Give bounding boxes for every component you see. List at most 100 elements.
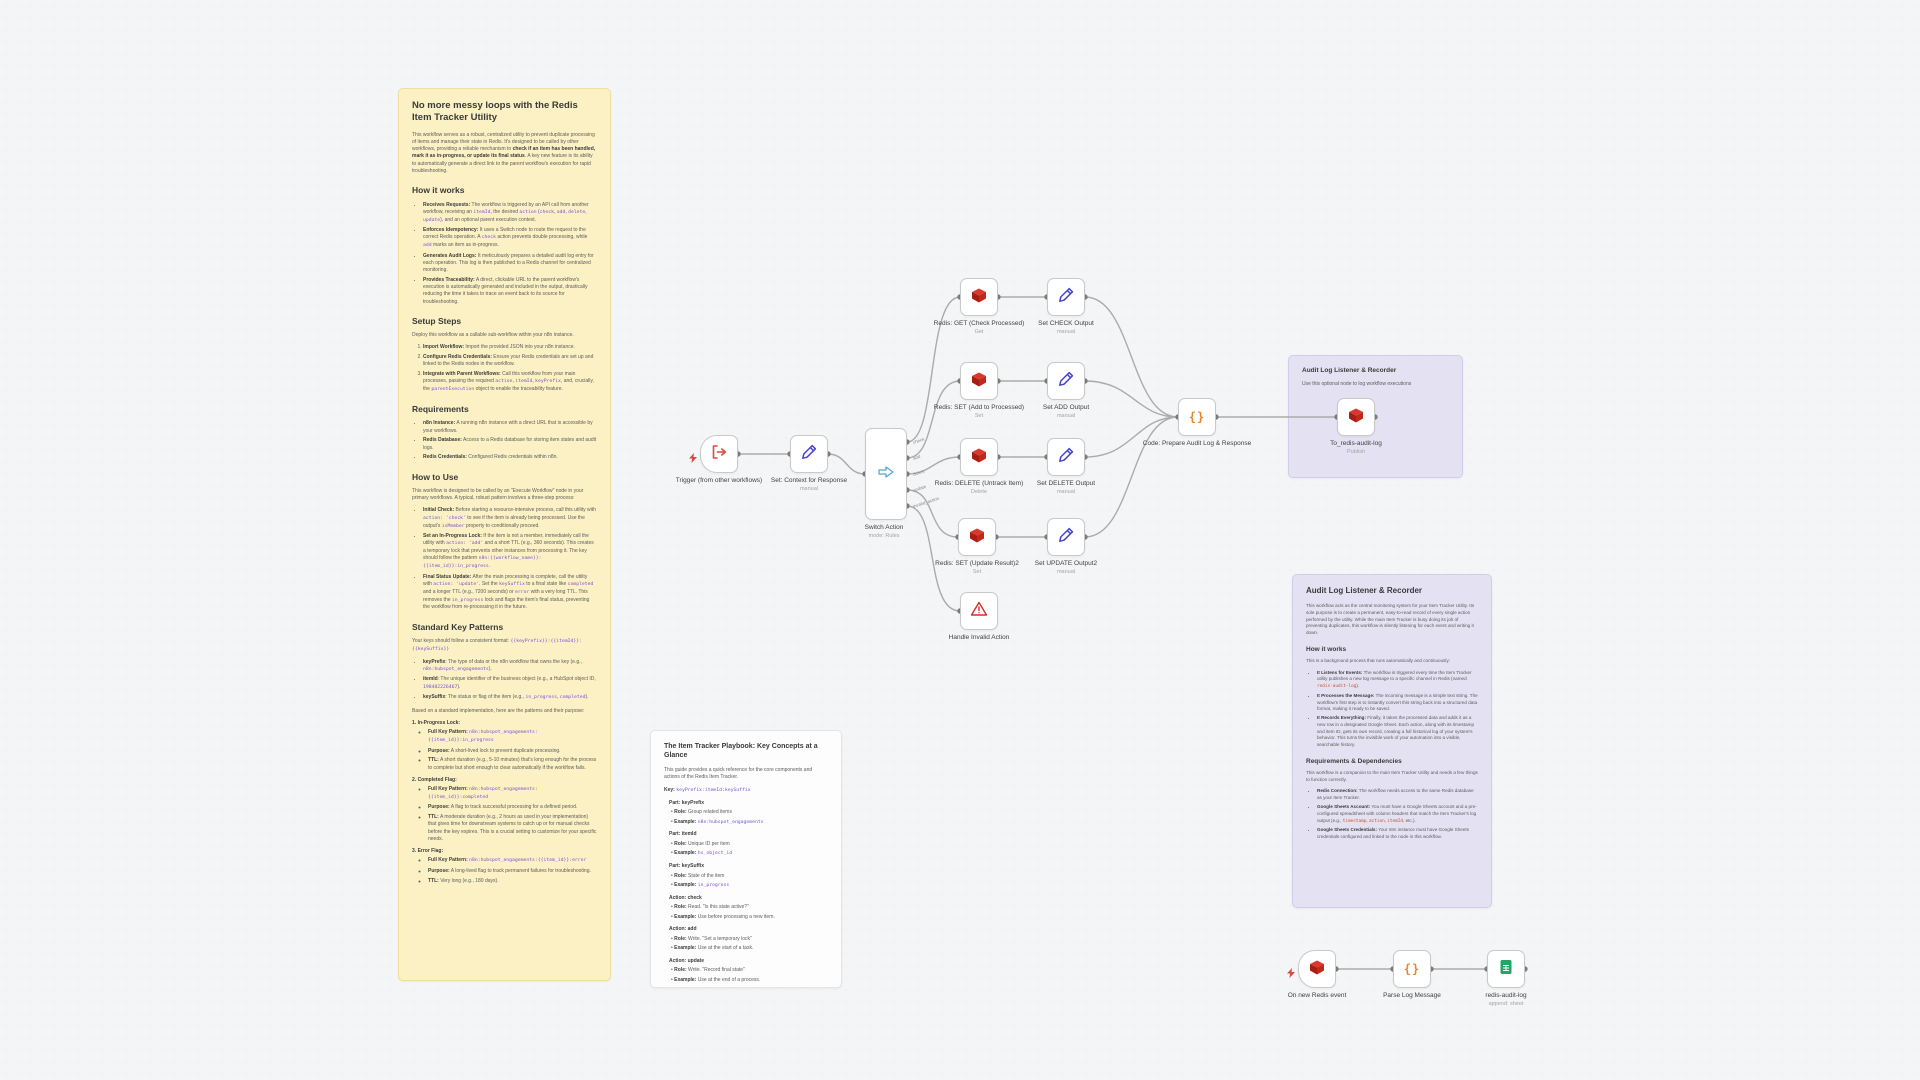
node-label: Trigger (from other workflows) [675,477,763,484]
section-heading-how: How it works [412,185,465,196]
req-list: Redis Connection: The workflow needs acc… [1306,788,1478,840]
node-sublabel: manual [1056,413,1076,420]
req-intro: This workflow is a companion to the main… [1306,770,1478,782]
node-sublabel: Set [972,569,982,576]
node-sublabel: manual [1056,489,1076,496]
node-set-context[interactable] [790,435,828,473]
code-braces-icon: {} [1188,410,1206,424]
patterns-format: Your keys should follow a consistent for… [412,638,582,652]
node-label: Set CHECK Output [1038,320,1094,327]
how-list: It Listens for Events: The workflow is t… [1306,670,1478,749]
node-sublabel: append: sheet [1488,1001,1524,1008]
patterns-note: Based on a standard implementation, here… [412,707,585,714]
requirements-list: n8n Instance: A running n8n instance wit… [412,420,597,461]
node-google-sheets-append[interactable] [1487,950,1525,988]
node-redis-set-add[interactable] [960,362,998,400]
node-label: redis-audit-log [1485,992,1527,999]
node-label: Handle Invalid Action [948,634,1010,641]
node-label: Redis: DELETE (Untrack Item) [934,480,1024,487]
note-title: No more messy loops with the Redis Item … [412,100,578,124]
edit-pen-icon [1056,369,1076,394]
node-trigger-from-workflows[interactable] [689,435,738,473]
setup-steps-list: Import Workflow: Import the provided JSO… [412,344,597,394]
node-on-new-redis-event[interactable] [1287,950,1336,988]
execute-workflow-trigger-icon [709,442,729,467]
node-label: Switch Action [864,524,904,531]
section-heading-req: Requirements & Dependencies [1306,757,1402,765]
redis-icon [969,285,989,310]
patterns-groups: In-Progress Lock:Full Key Pattern: n8n:h… [412,720,597,885]
node-sublabel: Get [974,329,984,336]
node-set-delete-output[interactable] [1047,438,1085,476]
node-label: To_redis-audit-log [1330,440,1382,447]
trigger-bolt-icon [1287,965,1295,983]
patterns-parts-list: keyPrefix: The type of data or the n8n w… [412,659,597,702]
key-line: Key: keyPrefix:itemId:keySuffix [664,786,751,793]
node-label: Set UPDATE Output2 [1034,560,1098,567]
node-label: On new Redis event [1287,992,1347,999]
node-sublabel: Set [974,413,984,420]
node-sublabel: Publish [1346,449,1366,456]
node-set-add-output[interactable] [1047,362,1085,400]
node-redis-get[interactable] [960,278,998,316]
node-label: Parse Log Message [1383,992,1441,999]
redis-icon [1307,957,1327,982]
redis-icon [969,445,989,470]
section-heading-patterns: Standard Key Patterns [412,621,504,632]
note-title: The Item Tracker Playbook: Key Concepts … [664,743,818,760]
how-intro: This is a background process that runs a… [1306,658,1451,664]
node-label: Set: Context for Response [770,477,848,484]
node-sublabel: Delete [971,489,987,496]
node-label: Redis: SET (Add to Processed) [933,404,1025,411]
section-heading-use: How to Use [412,471,459,482]
redis-icon [969,369,989,394]
note-body: Use this optional node to log workflow e… [1302,381,1412,388]
note-title: Audit Log Listener & Recorder [1306,586,1423,595]
trigger-bolt-icon [689,450,697,468]
setup-intro: Deploy this workflow as a callable sub-w… [412,332,574,339]
node-sublabel: mode: Rules [868,533,900,540]
node-sublabel: manual [1056,569,1076,576]
section-heading-requirements: Requirements [412,404,469,415]
sticky-note-main-doc[interactable]: No more messy loops with the Redis Item … [398,88,611,981]
note-intro: This workflow serves as a robust, centra… [412,131,596,174]
node-parse-log-message[interactable]: {} [1393,950,1431,988]
node-label: Set DELETE Output [1036,480,1096,487]
redis-icon [1346,405,1366,430]
edit-pen-icon [1056,285,1076,310]
edit-pen-icon [799,442,819,467]
node-sublabel: manual [799,486,819,493]
section-heading-how: How it works [1306,645,1347,653]
section-heading-setup: Setup Steps [412,315,462,326]
note-intro: This workflow acts as the central monito… [1306,603,1475,636]
how-it-works-list: Receives Requests: The workflow is trigg… [412,202,597,306]
sticky-note-playbook[interactable]: The Item Tracker Playbook: Key Concepts … [650,730,842,988]
node-redis-set-update[interactable] [958,518,996,556]
edit-pen-icon [1056,525,1076,550]
node-set-check-output[interactable] [1047,278,1085,316]
switch-arrow-icon [876,462,896,487]
redis-icon [967,525,987,550]
node-set-update-output[interactable] [1047,518,1085,556]
edit-pen-icon [1056,445,1076,470]
google-sheets-icon [1496,957,1516,982]
node-label: Redis: SET (Update Result)2 [935,560,1019,567]
node-to-redis-audit-log[interactable] [1337,398,1375,436]
sticky-note-audit-large[interactable]: Audit Log Listener & Recorder This workf… [1292,574,1492,908]
node-label: Set ADD Output [1042,404,1090,411]
node-redis-delete[interactable] [960,438,998,476]
node-code-prepare-audit[interactable]: {} [1178,398,1216,436]
use-intro: This workflow is designed to be called b… [412,487,584,502]
node-label: Code: Prepare Audit Log & Response [1142,440,1252,447]
connection-ports [735,294,1528,972]
warning-triangle-icon [969,599,989,624]
code-braces-icon: {} [1403,962,1421,976]
node-handle-invalid-action[interactable] [960,592,998,630]
note-intro: This guide provides a quick reference fo… [664,767,813,781]
node-sublabel: manual [1056,329,1076,336]
node-switch-action[interactable]: check add delete update invalid_action [865,428,940,520]
note-title: Audit Log Listener & Recorder [1302,367,1397,374]
how-to-use-list: Initial Check: Before starting a resourc… [412,507,597,611]
node-label: Redis: GET (Check Processed) [933,320,1025,327]
